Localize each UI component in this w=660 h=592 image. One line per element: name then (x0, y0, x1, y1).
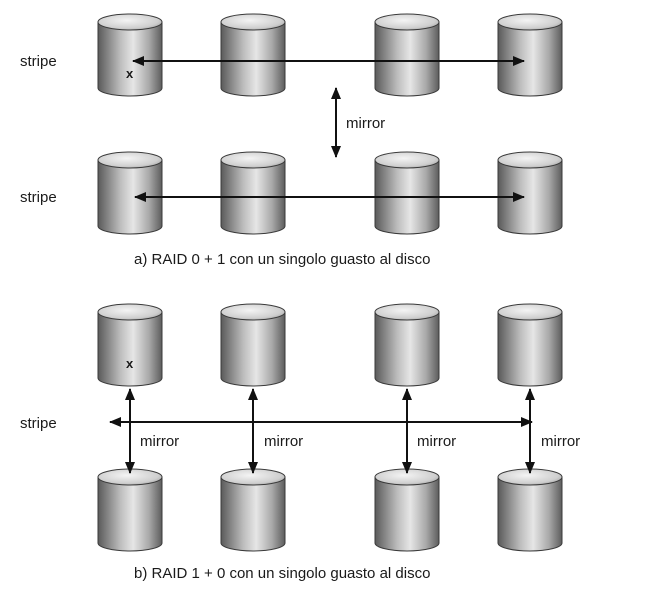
stripe-label-b: stripe (20, 415, 57, 432)
disk-icon (497, 303, 563, 387)
disk-icon (497, 13, 563, 97)
mirror-label-b-2: mirror (264, 433, 303, 450)
disk-icon (97, 303, 163, 387)
disk-icon (497, 468, 563, 552)
caption-b: b) RAID 1 + 0 con un singolo guasto al d… (134, 565, 430, 582)
disk-icon (497, 151, 563, 235)
mirror-label-a: mirror (346, 115, 385, 132)
disk-icon (220, 468, 286, 552)
failed-disk-mark-a: x (126, 66, 134, 81)
diagram-b: stripe x mirror mirror mirror mirror b) … (20, 303, 580, 582)
failed-disk-mark-b: x (126, 356, 134, 371)
disk-icon (97, 468, 163, 552)
mirror-label-b-4: mirror (541, 433, 580, 450)
mirror-label-b-3: mirror (417, 433, 456, 450)
stripe-label-top: stripe (20, 53, 57, 70)
mirror-label-b-1: mirror (140, 433, 179, 450)
disk-row-b-top (97, 303, 563, 387)
disk-icon (220, 303, 286, 387)
disk-icon (374, 468, 440, 552)
stripe-label-bottom: stripe (20, 189, 57, 206)
disk-icon (374, 13, 440, 97)
disk-icon (97, 13, 163, 97)
diagram-a: stripe stripe x mirror a) RAID 0 + 1 con… (20, 13, 563, 268)
disk-icon (374, 303, 440, 387)
disk-icon (97, 151, 163, 235)
disk-icon (374, 151, 440, 235)
caption-a: a) RAID 0 + 1 con un singolo guasto al d… (134, 251, 430, 268)
disk-icon (220, 13, 286, 97)
disk-row-a-top (97, 13, 563, 97)
disk-icon (220, 151, 286, 235)
disk-row-a-bottom (97, 151, 563, 235)
disk-row-b-bottom (97, 468, 563, 552)
